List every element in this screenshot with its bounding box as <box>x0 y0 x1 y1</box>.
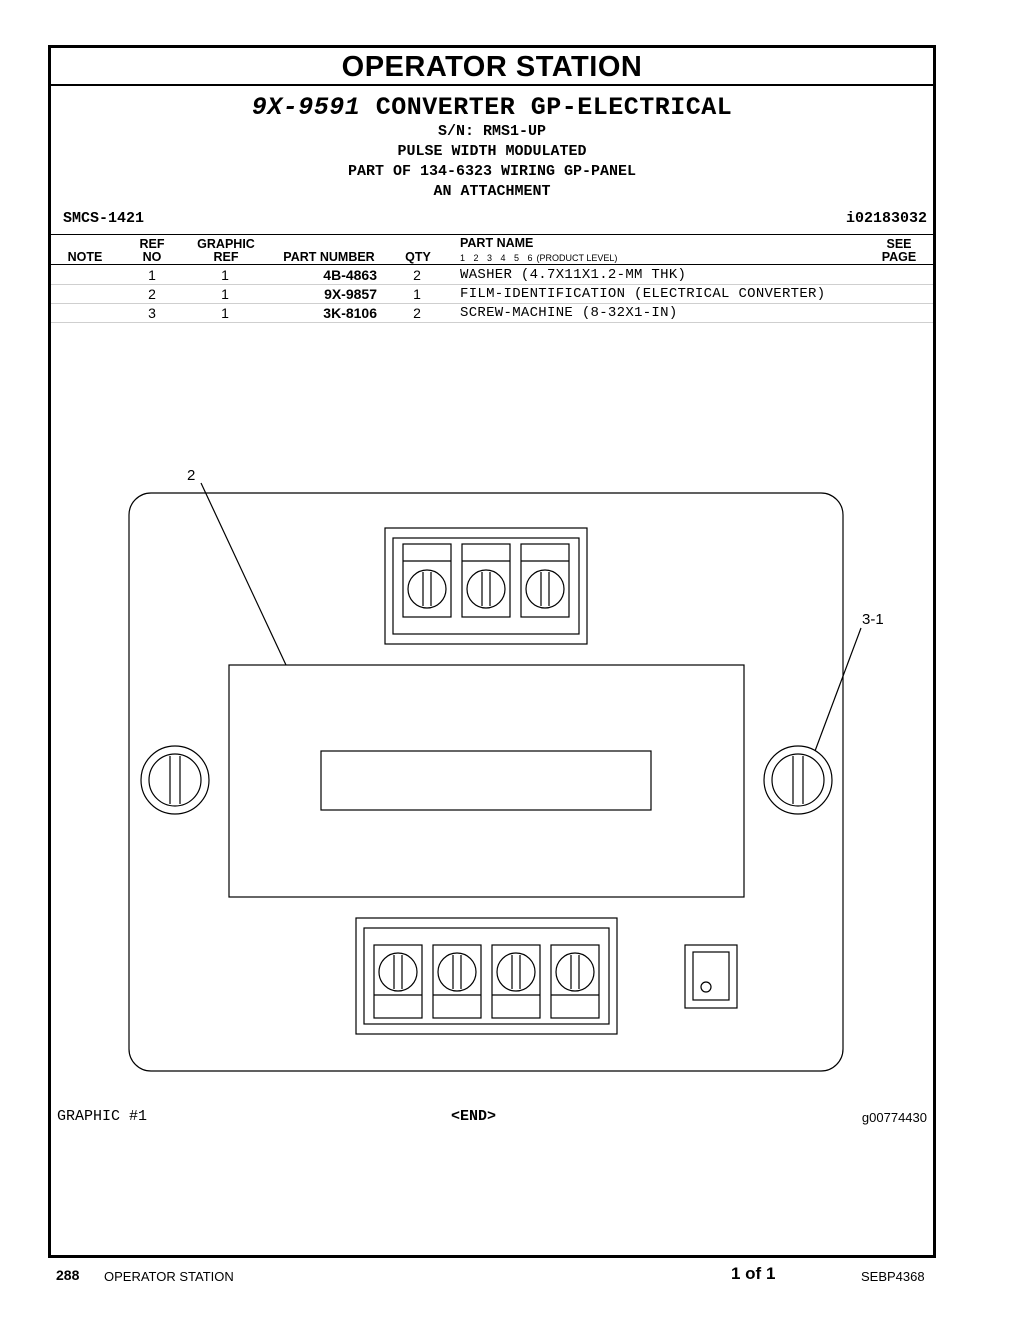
film-window <box>320 750 652 811</box>
group-description-1: PULSE WIDTH MODULATED <box>397 143 587 160</box>
header-ref-top: REF <box>139 237 165 251</box>
callout-leader-screw <box>814 627 862 752</box>
row-qty: 1 <box>413 286 421 302</box>
header-graphic-ref: GRAPHIC REF <box>191 238 261 264</box>
table-row: 2 1 9X-9857 1 FILM-IDENTIFICATION (ELECT… <box>51 285 933 304</box>
row-ref-no: 3 <box>148 305 156 321</box>
row-qty: 2 <box>413 305 421 321</box>
terminal-block-top <box>384 527 588 645</box>
indicator-switch <box>684 944 738 1009</box>
group-description-3: AN ATTACHMENT <box>433 183 551 200</box>
serial-range: S/N: RMS1-UP <box>437 123 547 140</box>
page-of: 1 of 1 <box>731 1264 776 1283</box>
end-marker: <END> <box>451 1108 497 1125</box>
callout-screw: 3-1 <box>862 611 884 628</box>
header-ref: REF NO <box>137 238 167 264</box>
row-part-name: WASHER (4.7X11X1.2-MM THK) <box>460 267 687 283</box>
product-levels: 1 2 3 4 5 6(PRODUCT LEVEL) <box>460 253 617 263</box>
page-number: 288 <box>56 1267 80 1283</box>
group-description-2: PART OF 134-6323 WIRING GP-PANEL <box>347 163 637 180</box>
row-qty: 2 <box>413 267 421 283</box>
row-part-number: 4B-4863 <box>323 267 377 283</box>
product-level-label: (PRODUCT LEVEL) <box>536 253 618 263</box>
table-row: 1 1 4B-4863 2 WASHER (4.7X11X1.2-MM THK) <box>51 266 933 285</box>
table-top-rule <box>51 234 933 235</box>
illustration-id: i02183032 <box>845 210 927 227</box>
header-see-top: SEE <box>886 237 912 251</box>
group-title: 9X-9591 CONVERTER GP-ELECTRICAL <box>51 93 933 122</box>
header-ref-bottom: NO <box>142 250 162 264</box>
graphic-id: g00774430 <box>861 1110 927 1125</box>
document-id: SEBP4368 <box>861 1269 925 1284</box>
header-qty: QTY <box>405 250 431 264</box>
row-ref-no: 1 <box>148 267 156 283</box>
header-graphic-bottom: REF <box>213 250 239 264</box>
header-part-name: PART NAME <box>460 236 534 250</box>
header-graphic-top: GRAPHIC <box>197 237 255 251</box>
panel-plate <box>128 492 844 1072</box>
header-see-page: SEE PAGE <box>879 238 919 264</box>
terminal-block-bottom <box>355 917 618 1035</box>
graphic-label: GRAPHIC #1 <box>57 1108 148 1125</box>
row-part-name: SCREW-MACHINE (8-32X1-IN) <box>460 305 678 321</box>
table-header-rule <box>51 264 933 265</box>
section-title: OPERATOR STATION <box>51 48 933 86</box>
smcs-code: SMCS-1421 <box>63 210 145 227</box>
callout-leader-film <box>200 482 287 666</box>
header-see-bottom: PAGE <box>881 250 917 264</box>
screw-right <box>763 745 833 815</box>
table-row: 3 1 3K-8106 2 SCREW-MACHINE (8-32X1-IN) <box>51 304 933 323</box>
converter-illustration: 2 3-1 <box>128 467 884 1072</box>
identification-film <box>228 664 745 898</box>
row-part-number: 9X-9857 <box>324 286 377 302</box>
product-level-numbers: 1 2 3 4 5 6 <box>460 253 533 263</box>
row-part-number: 3K-8106 <box>323 305 377 321</box>
row-graphic-ref: 1 <box>221 305 229 321</box>
header-part-number: PART NUMBER <box>283 250 375 264</box>
row-ref-no: 2 <box>148 286 156 302</box>
footer-section: OPERATOR STATION <box>104 1269 234 1284</box>
header-note: NOTE <box>67 250 103 264</box>
group-name: CONVERTER GP-ELECTRICAL <box>375 93 733 122</box>
group-part-number: 9X-9591 <box>251 93 361 122</box>
page-frame: OPERATOR STATION 9X-9591 CONVERTER GP-EL… <box>48 45 936 1258</box>
callout-film: 2 <box>187 467 195 484</box>
row-part-name: FILM-IDENTIFICATION (ELECTRICAL CONVERTE… <box>460 286 826 302</box>
screw-left <box>140 745 210 815</box>
row-graphic-ref: 1 <box>221 267 229 283</box>
row-graphic-ref: 1 <box>221 286 229 302</box>
